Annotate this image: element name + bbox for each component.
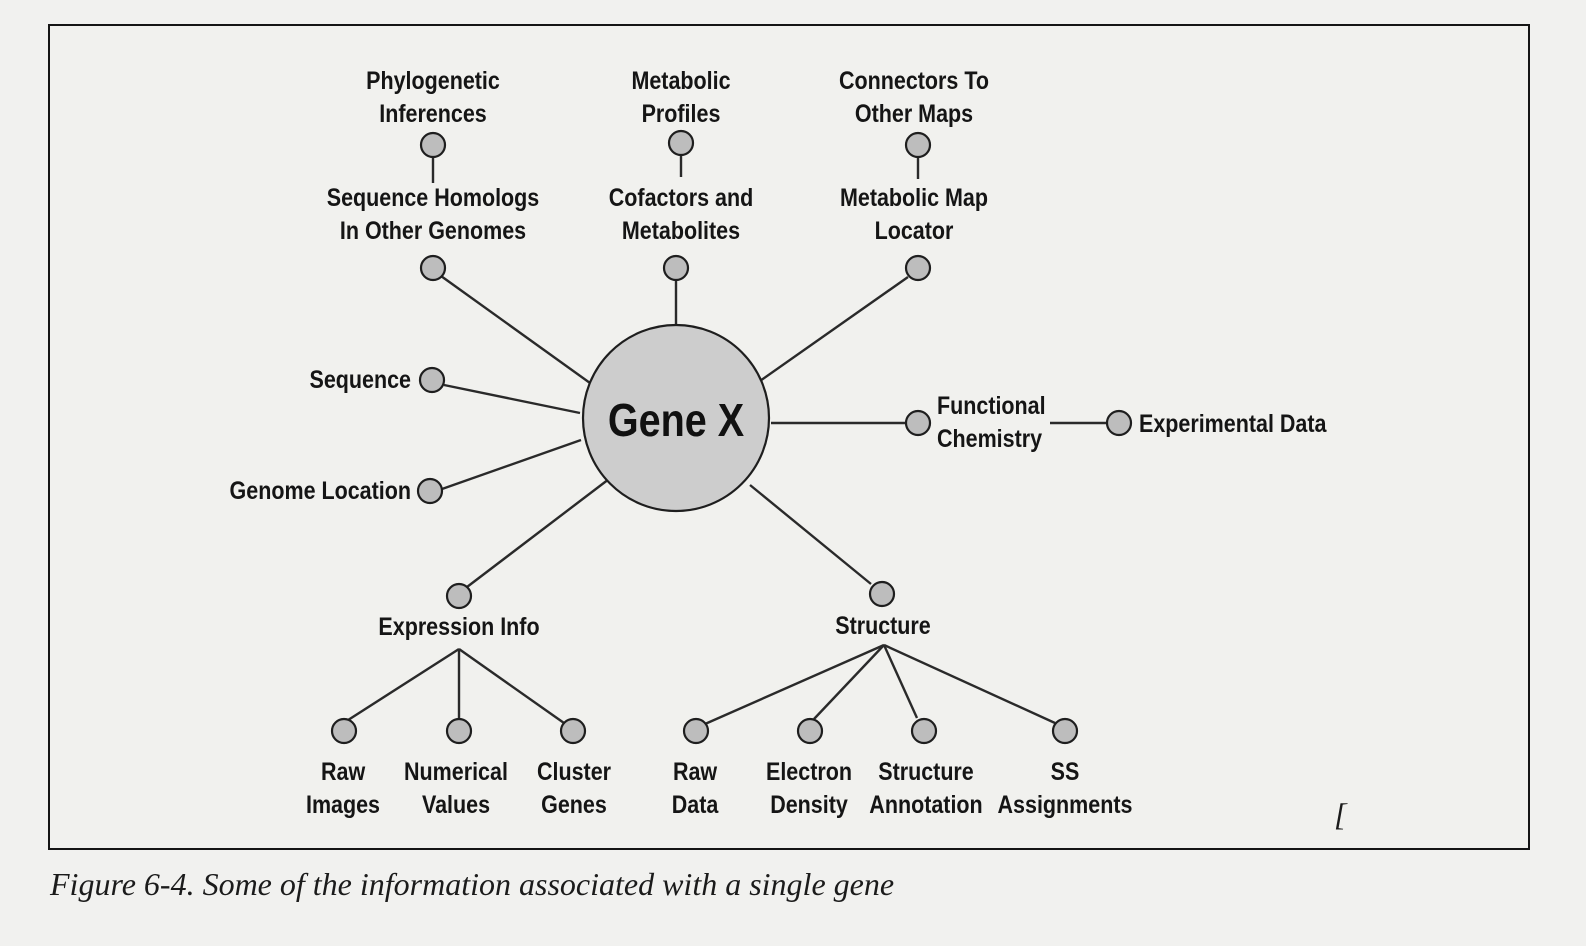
- node-structure: [868, 580, 896, 608]
- label-numerical-values-1: Numerical: [404, 757, 508, 785]
- figure-frame: [48, 24, 1530, 850]
- node-cofactors-metabolites: [662, 254, 690, 282]
- edge-genome-location-center: [441, 438, 582, 491]
- figure-caption: Figure 6-4. Some of the information asso…: [50, 866, 895, 902]
- node-electron-density: [796, 717, 824, 745]
- node-ss-assignments: [1051, 717, 1079, 745]
- edge-homologs-center: [440, 275, 591, 384]
- label-metabolic-profiles-2: Profiles: [642, 99, 721, 127]
- label-sequence-homologs-2: In Other Genomes: [340, 216, 526, 244]
- node-metabolic-profiles: [667, 129, 695, 157]
- nodes: [330, 129, 1133, 745]
- label-functional-chemistry-1: Functional: [937, 391, 1046, 419]
- edges: [344, 156, 1106, 726]
- label-ss-assignments-2: Assignments: [998, 790, 1133, 818]
- edge-structure-electron: [813, 644, 885, 720]
- edge-structure-annotation: [882, 644, 919, 719]
- labels: Gene X Phylogenetic Inferences Metabolic…: [230, 66, 1328, 818]
- label-raw-data-1: Raw: [673, 757, 718, 785]
- label-functional-chemistry-2: Chemistry: [937, 424, 1042, 452]
- label-metabolic-map-locator-2: Locator: [875, 216, 954, 244]
- edge-locator-center: [759, 276, 909, 382]
- label-metabolic-map-locator-1: Metabolic Map: [840, 183, 988, 211]
- node-phylogenetic-inferences: [419, 131, 447, 159]
- edge-sequence-center: [443, 383, 581, 415]
- node-structure-annotation: [910, 717, 938, 745]
- node-genome-location: [416, 477, 444, 505]
- node-metabolic-map-locator: [904, 254, 932, 282]
- label-electron-density-1: Electron: [766, 757, 852, 785]
- node-raw-data: [682, 717, 710, 745]
- node-connectors-to-other-maps: [904, 131, 932, 159]
- label-raw-data-2: Data: [672, 790, 720, 818]
- label-structure: Structure: [835, 611, 931, 639]
- edge-expression-center: [466, 478, 610, 588]
- node-cluster-genes: [559, 717, 587, 745]
- label-cluster-genes-1: Cluster: [537, 757, 611, 785]
- node-experimental-data: [1105, 409, 1133, 437]
- edge-structure-raw-data: [704, 643, 885, 726]
- label-cofactors-metabolites-2: Metabolites: [622, 216, 740, 244]
- label-ss-assignments-1: SS: [1051, 757, 1080, 785]
- edge-structure-center: [749, 484, 872, 585]
- node-functional-chemistry: [904, 409, 932, 437]
- label-phylogenetic-inferences-2: Inferences: [379, 99, 486, 127]
- label-phylogenetic-inferences-1: Phylogenetic: [366, 66, 500, 94]
- label-raw-images-2: Images: [306, 790, 380, 818]
- label-structure-annotation-1: Structure: [878, 757, 974, 785]
- edge-structure-ss: [883, 643, 1056, 725]
- label-raw-images-1: Raw: [321, 757, 366, 785]
- label-connectors-to-other-maps-2: Other Maps: [855, 99, 973, 127]
- stray-bracket-mark: [: [1334, 796, 1347, 832]
- node-raw-images: [330, 717, 358, 745]
- label-structure-annotation-2: Annotation: [869, 790, 982, 818]
- edge-expression-cluster: [458, 648, 565, 724]
- label-experimental-data: Experimental Data: [1139, 409, 1327, 437]
- node-numerical-values: [445, 717, 473, 745]
- label-cluster-genes-2: Genes: [541, 790, 607, 818]
- label-sequence-homologs-1: Sequence Homologs: [327, 183, 539, 211]
- label-sequence: Sequence: [310, 365, 412, 393]
- node-expression-info: [445, 582, 473, 610]
- node-sequence: [418, 366, 446, 394]
- label-connectors-to-other-maps-1: Connectors To: [839, 66, 989, 94]
- label-numerical-values-2: Values: [422, 790, 490, 818]
- label-metabolic-profiles-1: Metabolic: [631, 66, 730, 94]
- label-genome-location: Genome Location: [230, 476, 411, 504]
- edge-expression-raw-images: [344, 647, 460, 724]
- gene-x-label: Gene X: [608, 395, 745, 446]
- node-sequence-homologs: [419, 254, 447, 282]
- label-expression-info: Expression Info: [378, 612, 539, 640]
- gene-x-node: [581, 323, 771, 513]
- label-electron-density-2: Density: [770, 790, 848, 818]
- label-cofactors-metabolites-1: Cofactors and: [609, 183, 753, 211]
